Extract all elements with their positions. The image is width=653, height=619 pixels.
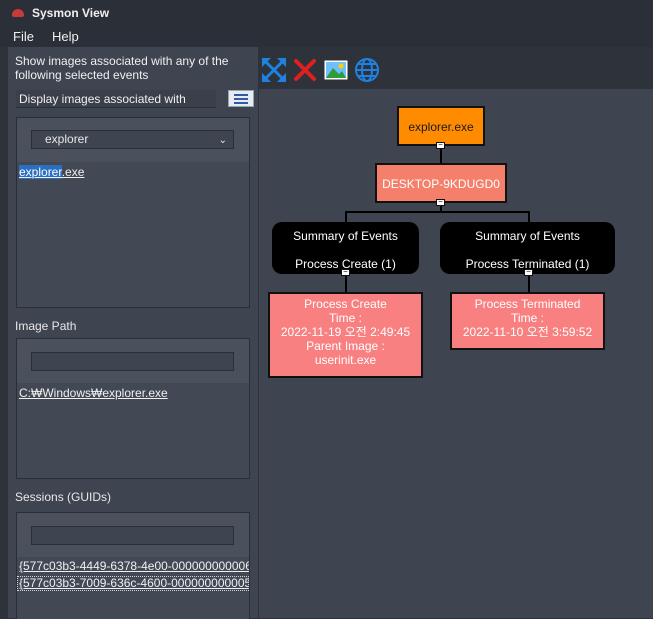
summary-create-node[interactable]: Summary of Events Process Create (1) [272,222,419,274]
graph-toolbar [259,47,653,89]
process-create-detail-node[interactable]: Process Create Time : 2022-11-19 오전 2:49… [268,292,423,378]
sessions-label: Sessions (GUIDs) [15,490,112,504]
host-node[interactable]: DESKTOP-9KDUGD0 [375,163,507,203]
globe-icon[interactable] [354,57,380,83]
list-item-rest: .exe [61,165,85,179]
expand-arrows-icon[interactable] [261,57,287,83]
list-icon-line [234,97,248,100]
list-item[interactable]: {577c03b3-7009-636c-4600-000000000005 [17,576,249,591]
connector [528,272,530,293]
list-icon-line [234,101,248,104]
collapse-toggle[interactable]: − [436,141,445,149]
images-filter-area: explorer ⌄ [17,118,249,162]
process-terminated-detail-node[interactable]: Process Terminated Time : 2022-11-10 오전 … [450,292,605,350]
summary-title: Summary of Events [475,229,580,243]
chevron-down-icon: ⌄ [218,135,227,146]
filter-panel: Show images associated with any of the f… [8,47,258,619]
sessions-list[interactable]: {577c03b3-4449-6378-4e00-000000000006 {5… [17,557,249,619]
root-process-node[interactable]: explorer.exe [397,106,485,146]
detail-line: 2022-11-19 오전 2:49:45 [280,325,411,339]
menu-bar: File Help [0,25,653,47]
display-images-label: Display images associated with [19,92,186,106]
images-filter-combo[interactable]: explorer ⌄ [31,130,234,149]
collapse-toggle[interactable]: − [341,268,350,276]
collapse-toggle[interactable]: − [524,268,533,276]
process-graph[interactable]: explorer.exe − DESKTOP-9KDUGD0 − Summary… [259,89,653,618]
list-icon [234,93,248,96]
image-path-label: Image Path [15,319,77,333]
panel-description: Show images associated with any of the f… [15,54,229,82]
list-view-button[interactable] [228,90,254,107]
display-images-row: Display images associated with [16,90,254,108]
summary-title: Summary of Events [293,229,398,243]
connector [440,201,442,212]
menu-help[interactable]: Help [51,28,79,44]
graph-panel: explorer.exe − DESKTOP-9KDUGD0 − Summary… [259,47,653,618]
detail-line: Time : [329,311,362,325]
sessions-filter-input[interactable] [31,526,234,545]
image-path-box: C:₩Windows₩explorer.exe [16,338,250,479]
sessions-box: {577c03b3-4449-6378-4e00-000000000006 {5… [16,512,250,619]
host-label: DESKTOP-9KDUGD0 [382,177,500,191]
collapse-toggle[interactable]: − [436,198,445,206]
list-item-highlight: explorer [19,165,62,179]
image-path-filter-input[interactable] [31,352,234,371]
image-icon[interactable] [323,57,349,83]
image-path-list[interactable]: C:₩Windows₩explorer.exe [17,383,249,478]
root-process-label: explorer.exe [408,120,474,134]
connector [345,272,347,293]
list-item[interactable]: {577c03b3-4449-6378-4e00-000000000006 [19,559,249,573]
summary-count: Process Terminated (1) [465,257,590,271]
connector [345,211,529,213]
images-filter-value: explorer [45,132,89,146]
detail-line: 2022-11-10 오전 3:59:52 [462,325,593,339]
detail-line: Process Create [304,297,387,311]
list-item[interactable]: C:₩Windows₩explorer.exe [19,386,168,400]
connector [440,146,442,163]
window-title: Sysmon View [32,5,110,20]
detail-line: userinit.exe [314,353,377,367]
close-x-icon[interactable] [292,57,318,83]
app-icon [12,8,24,17]
connector [528,211,530,222]
connector [345,211,347,222]
detail-line: Parent Image : [306,339,385,353]
sessions-filter-area [17,513,249,557]
image-path-filter-area [17,339,249,383]
images-list[interactable]: explorer.exe [17,162,249,307]
display-images-field [16,90,216,108]
list-item[interactable]: explorer.exe [17,165,249,180]
detail-line: Process Terminated [474,297,581,311]
images-box: explorer ⌄ explorer.exe [16,117,250,308]
detail-line: Time : [511,311,544,325]
summary-terminated-node[interactable]: Summary of Events Process Terminated (1) [440,222,615,274]
title-bar: Sysmon View [0,0,653,25]
summary-count: Process Create (1) [295,257,396,271]
menu-file[interactable]: File [13,28,34,44]
